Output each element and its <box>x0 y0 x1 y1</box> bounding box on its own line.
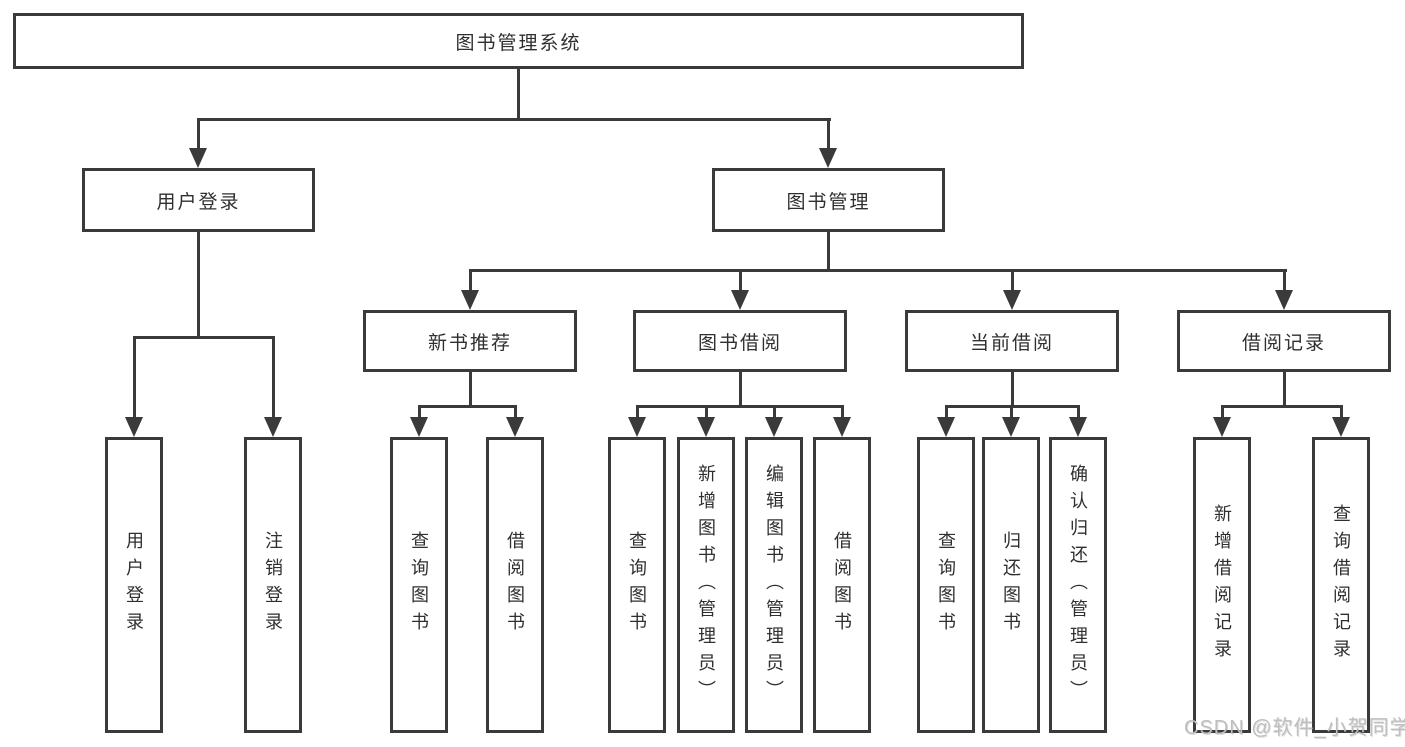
arrow-down-icon <box>1332 417 1350 437</box>
node-new-book-recommendation: 新书推荐 <box>363 310 577 372</box>
arrow-down-icon <box>506 417 524 437</box>
connector-line <box>945 405 1080 408</box>
connector-line <box>418 405 517 408</box>
connector-line <box>514 407 517 421</box>
connector-line <box>1010 407 1013 421</box>
connector-line <box>1283 372 1286 408</box>
arrow-down-icon <box>937 417 955 437</box>
arrow-down-icon <box>125 417 143 437</box>
connector-line <box>1011 271 1014 293</box>
arrow-down-icon <box>819 148 837 168</box>
node-current-borrowing: 当前借阅 <box>905 310 1119 372</box>
connector-line <box>197 120 200 150</box>
arrow-down-icon <box>1003 290 1021 310</box>
connector-line <box>827 232 830 272</box>
connector-line <box>197 232 200 336</box>
connector-line <box>636 405 844 408</box>
connector-line <box>418 407 421 421</box>
arrow-down-icon <box>697 417 715 437</box>
arrow-down-icon <box>410 417 428 437</box>
leaf-edit-books-admin: 编辑图书（管理员） <box>745 437 803 733</box>
connector-line <box>827 120 830 150</box>
arrow-down-icon <box>731 290 749 310</box>
watermark: CSDN @软件_小贺同学 <box>1184 717 1405 739</box>
arrow-down-icon <box>264 417 282 437</box>
leaf-query-books-current: 查询图书 <box>917 437 975 733</box>
connector-line <box>133 338 136 420</box>
leaf-query-books-borrowing: 查询图书 <box>608 437 666 733</box>
leaf-label: 查询图书 <box>936 531 956 639</box>
connector-line <box>773 407 776 421</box>
node-label: 图书管理 <box>786 191 871 213</box>
connector-line <box>272 338 275 420</box>
leaf-label: 查询图书 <box>409 531 429 639</box>
leaf-return-books: 归还图书 <box>982 437 1040 733</box>
leaf-label: 借阅图书 <box>505 531 525 639</box>
leaf-query-borrow-record: 查询借阅记录 <box>1312 437 1370 733</box>
connector-line <box>469 269 1287 272</box>
leaf-borrow-books-recommend: 借阅图书 <box>486 437 544 733</box>
leaf-label: 新增借阅记录 <box>1212 504 1232 666</box>
node-label: 用户登录 <box>156 191 241 213</box>
arrow-down-icon <box>765 417 783 437</box>
leaf-label: 归还图书 <box>1001 531 1021 639</box>
connector-line <box>841 407 844 421</box>
connector-line <box>705 407 708 421</box>
connector-line <box>133 336 275 339</box>
leaf-logout: 注销登录 <box>244 437 302 733</box>
connector-line <box>945 407 948 421</box>
leaf-label: 查询借阅记录 <box>1331 504 1351 666</box>
connector-line <box>1221 407 1224 421</box>
node-user-login: 用户登录 <box>82 168 315 232</box>
leaf-label: 查询图书 <box>627 531 647 639</box>
arrow-down-icon <box>1002 417 1020 437</box>
connector-line <box>1221 405 1343 408</box>
arrow-down-icon <box>461 290 479 310</box>
node-book-borrowing: 图书借阅 <box>633 310 847 372</box>
arrow-down-icon <box>1213 417 1231 437</box>
connector-line <box>1077 407 1080 421</box>
leaf-label: 确认归还（管理员） <box>1068 463 1088 707</box>
arrow-down-icon <box>628 417 646 437</box>
leaf-confirm-return-admin: 确认归还（管理员） <box>1049 437 1107 733</box>
node-borrowing-records: 借阅记录 <box>1177 310 1391 372</box>
connector-line <box>517 69 520 120</box>
leaf-label: 新增图书（管理员） <box>696 463 716 707</box>
leaf-borrow-books-borrowing: 借阅图书 <box>813 437 871 733</box>
leaf-label: 编辑图书（管理员） <box>764 463 784 707</box>
leaf-label: 注销登录 <box>263 531 283 639</box>
arrow-down-icon <box>189 148 207 168</box>
leaf-label: 借阅图书 <box>832 531 852 639</box>
connector-line <box>636 407 639 421</box>
leaf-query-books-recommend: 查询图书 <box>390 437 448 733</box>
node-label: 借阅记录 <box>1241 332 1326 354</box>
connector-line <box>739 372 742 408</box>
connector-line <box>469 372 472 408</box>
arrow-down-icon <box>833 417 851 437</box>
connector-line <box>469 271 472 293</box>
node-label: 当前借阅 <box>969 332 1054 354</box>
leaf-user-login: 用户登录 <box>105 437 163 733</box>
connector-line <box>1011 372 1014 408</box>
connector-line <box>197 118 831 121</box>
node-book-management: 图书管理 <box>712 168 945 232</box>
node-library-management-system: 图书管理系统 <box>13 13 1024 69</box>
arrow-down-icon <box>1069 417 1087 437</box>
connector-line <box>1283 271 1286 293</box>
leaf-label: 用户登录 <box>124 531 144 639</box>
node-label: 图书借阅 <box>697 332 782 354</box>
leaf-add-borrow-record: 新增借阅记录 <box>1193 437 1251 733</box>
node-label: 图书管理系统 <box>455 32 582 54</box>
connector-line <box>1340 407 1343 421</box>
node-label: 新书推荐 <box>427 332 512 354</box>
leaf-add-books-admin: 新增图书（管理员） <box>677 437 735 733</box>
arrow-down-icon <box>1275 290 1293 310</box>
connector-line <box>739 271 742 293</box>
